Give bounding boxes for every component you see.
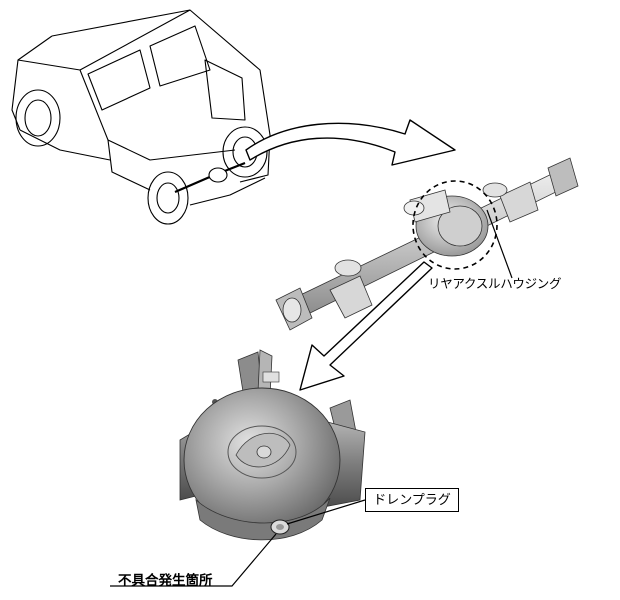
defect-leader-line <box>110 533 277 587</box>
housing-leader-line <box>486 209 513 279</box>
rear-axle-housing-illustration <box>275 157 579 331</box>
drain-plug-leader-line <box>286 499 366 525</box>
down-arrow <box>299 261 433 391</box>
detail-view-illustration <box>179 349 366 541</box>
highlight-circle <box>412 180 498 270</box>
curved-arrow-top <box>245 119 456 166</box>
rear-axle-housing-label: リヤアクスルハウジング <box>428 276 562 291</box>
defect-location-label: 不具合発生箇所 <box>118 573 213 589</box>
drain-plug-label: ドレンプラグ <box>365 488 459 512</box>
vehicle-illustration <box>11 9 271 225</box>
